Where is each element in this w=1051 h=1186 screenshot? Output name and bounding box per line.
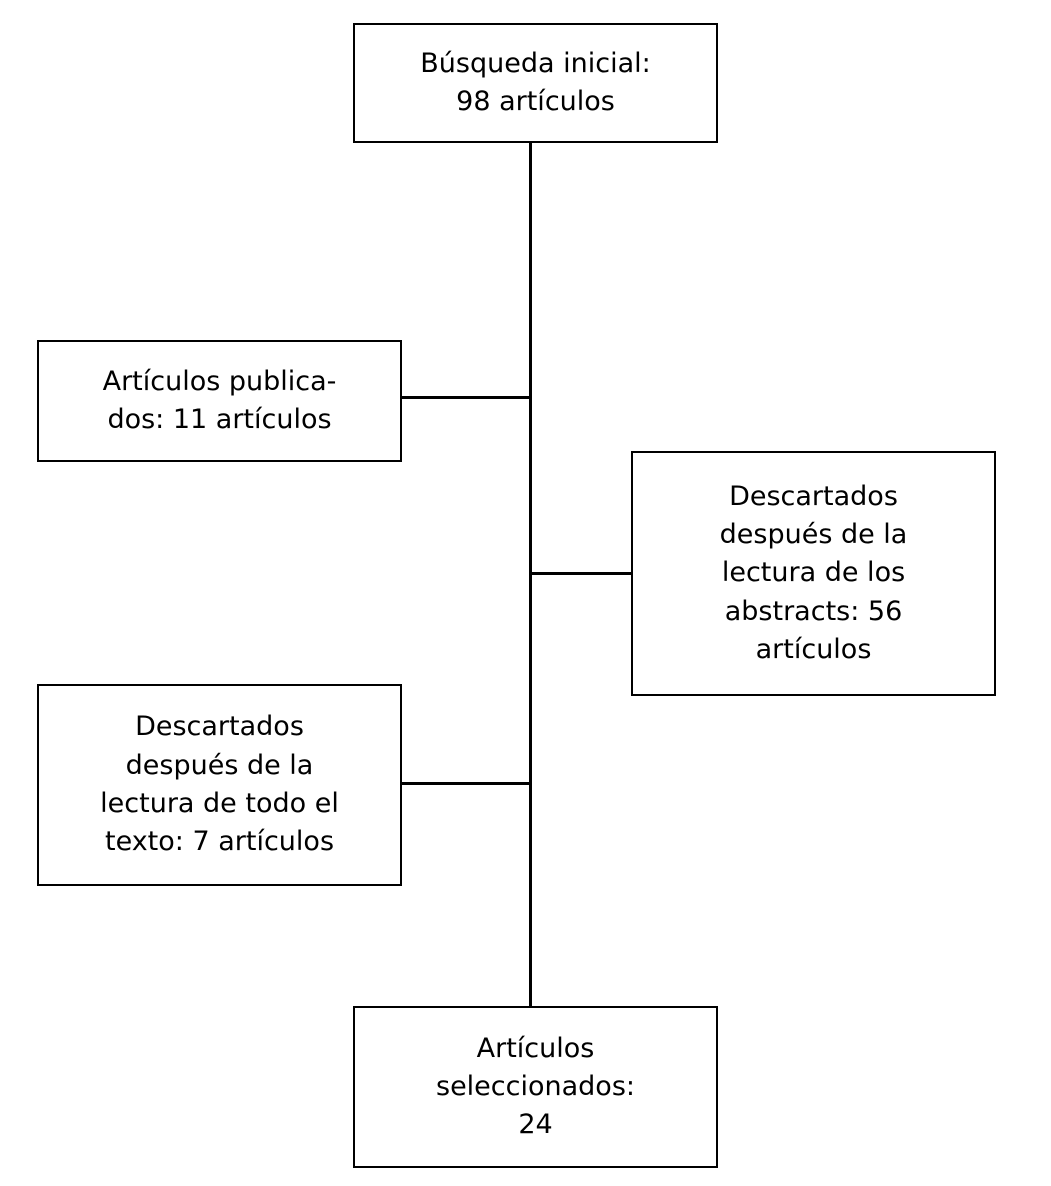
node-selected-articles: Artículos seleccionados: 24 [353,1006,718,1168]
node-discarded-after-abstracts: Descartados después de la lectura de los… [631,451,996,696]
node-published-articles-label: Artículos publica- dos: 11 artículos [102,365,337,435]
node-discarded-after-abstracts-label: Descartados después de la lectura de los… [719,480,908,665]
connector-to-published-articles [400,396,531,399]
connector-to-discarded-abstracts [529,572,633,575]
node-discarded-after-fulltext-label: Descartados después de la lectura de tod… [100,711,339,858]
node-initial-search: Búsqueda inicial: 98 artículos [353,23,718,143]
node-discarded-after-fulltext: Descartados después de la lectura de tod… [37,684,402,886]
node-published-articles: Artículos publica- dos: 11 artículos [37,340,402,462]
node-selected-articles-label: Artículos seleccionados: 24 [436,1032,635,1141]
connector-to-discarded-fulltext [400,782,531,785]
node-initial-search-label: Búsqueda inicial: 98 artículos [420,47,651,117]
